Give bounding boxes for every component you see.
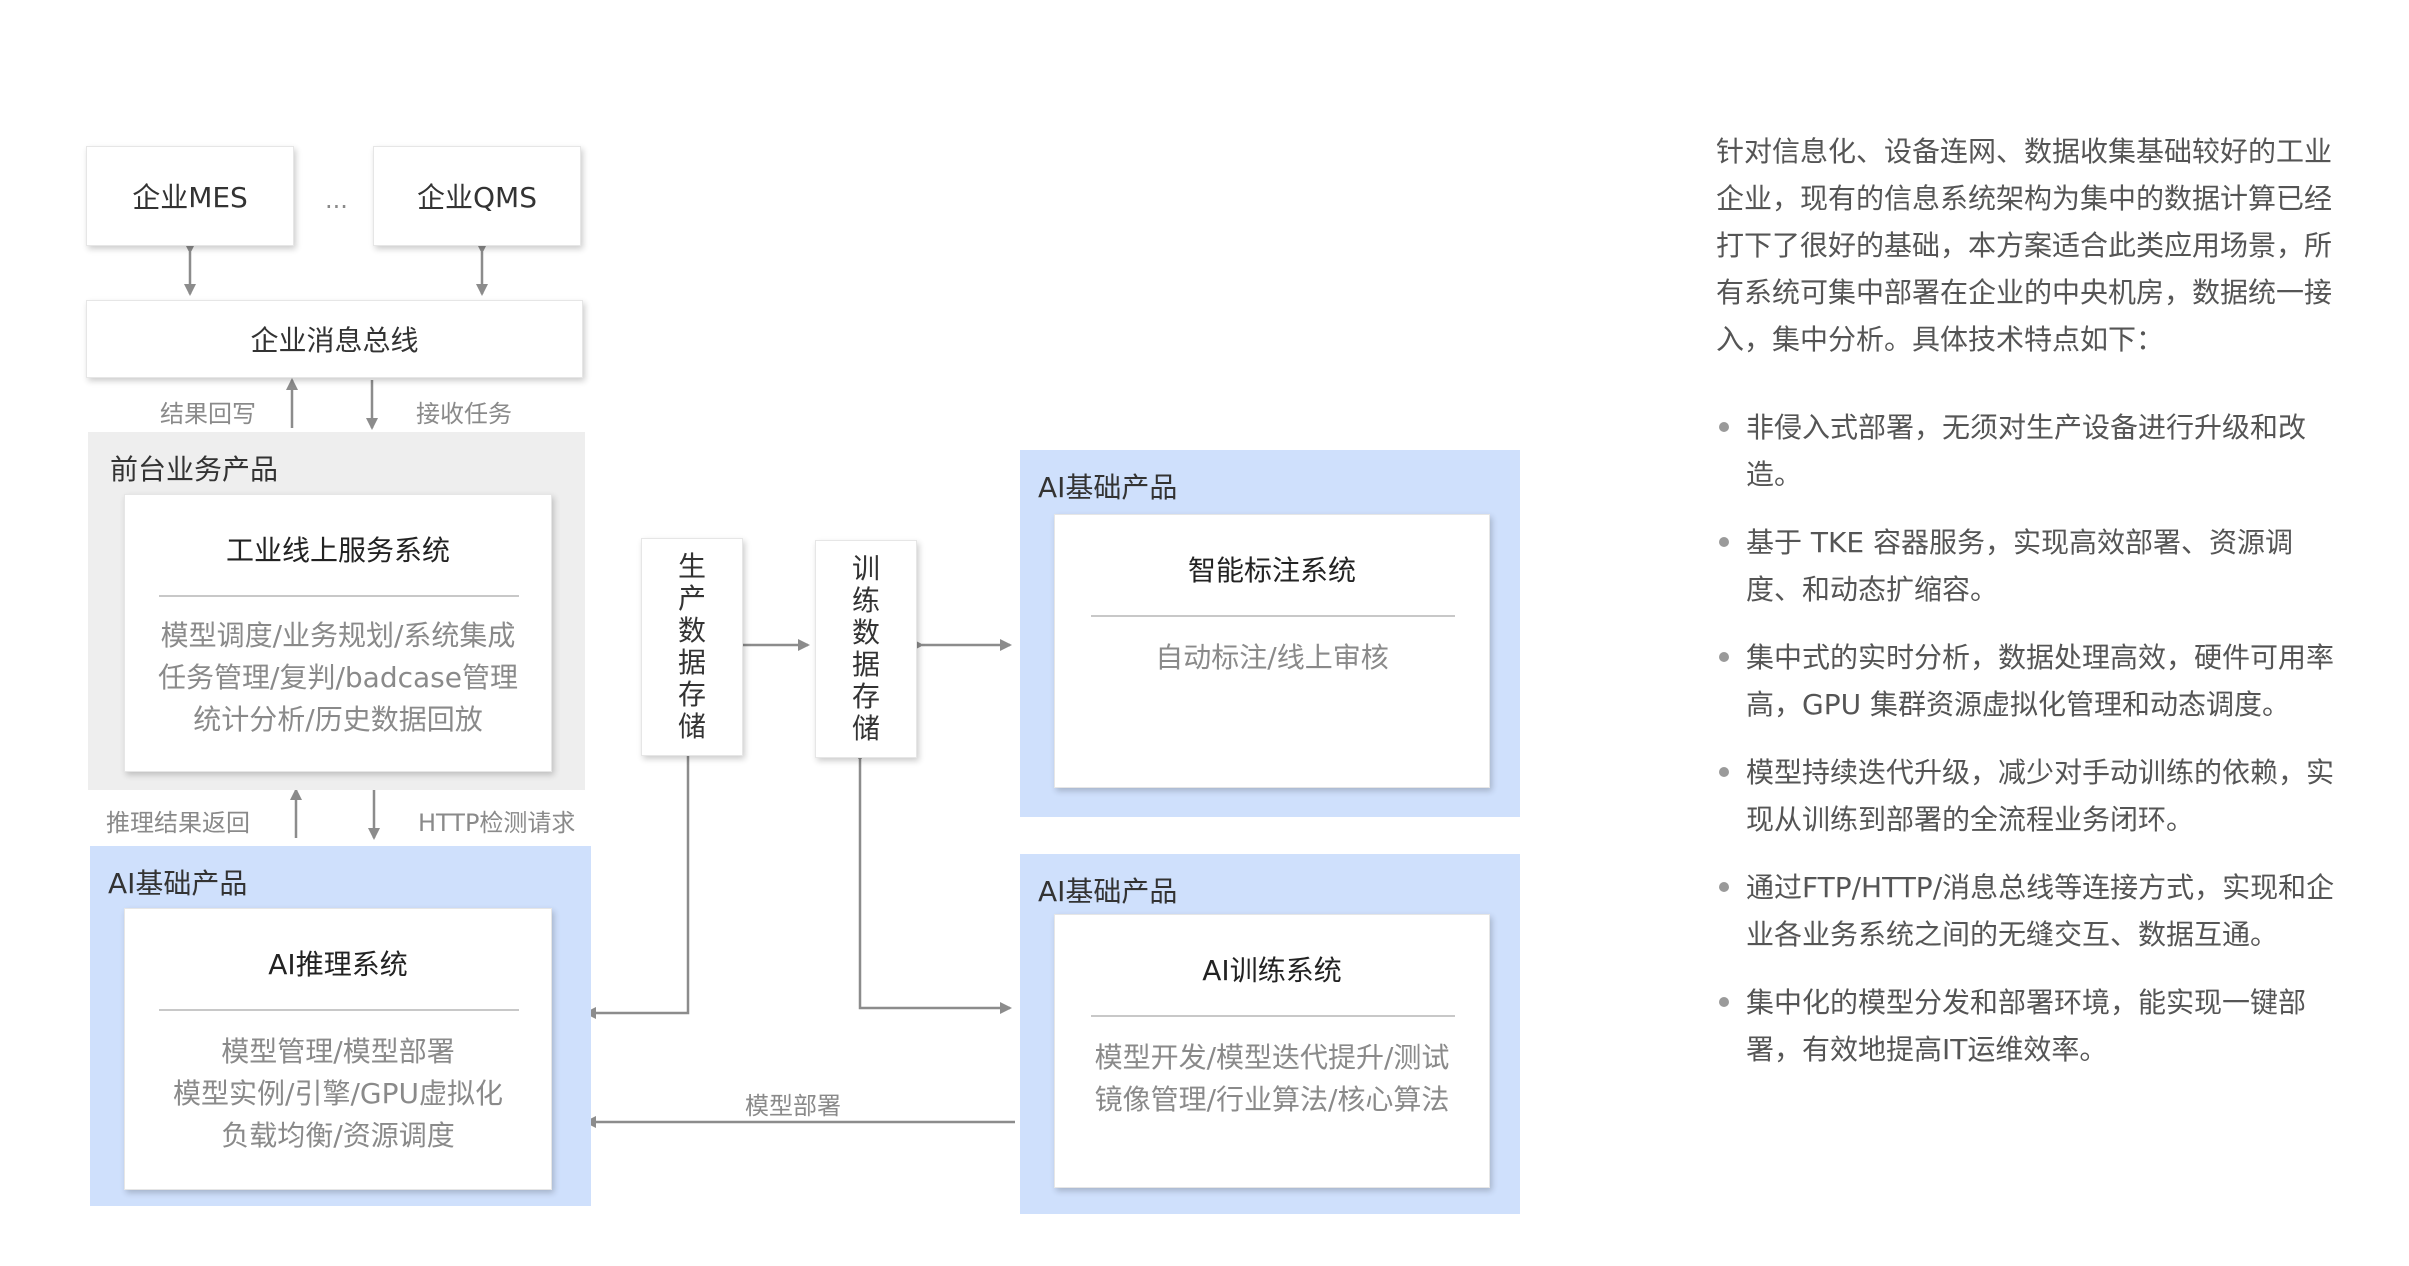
training-data-storage-box: 训 练 数 据 存 储 [815, 540, 917, 758]
bullet-line: 非侵入式部署，无须对生产设备进行升级和改 [1746, 411, 2307, 444]
system-feature-line: 负载均衡/资源调度 [221, 1119, 455, 1152]
description-line: 打下了很好的基础，本方案适合此类应用场景，所 [1716, 229, 2333, 262]
system-feature-line: 模型实例/引擎/GPU虚拟化 [173, 1077, 503, 1110]
training-panel-title: AI基础产品 [1038, 875, 1178, 908]
system-feature-line: 模型管理/模型部署 [221, 1035, 455, 1068]
bullet-dot-icon [1719, 997, 1729, 1007]
storage-char: 储 [851, 712, 880, 745]
system-feature-line: 统计分析/历史数据回放 [193, 703, 483, 736]
bullet-line: 高，GPU 集群资源虚拟化管理和动态调度。 [1746, 688, 2290, 721]
training-system-title: AI训练系统 [1202, 954, 1342, 987]
description-line: 入，集中分析。具体技术特点如下： [1716, 323, 2165, 356]
production-data-storage-box: 生 产 数 据 存 储 [641, 538, 743, 756]
feature-bullet: 基于 TKE 容器服务，实现高效部署、资源调 度、和动态扩缩容。 [1719, 519, 2396, 613]
feature-bullet-list: 非侵入式部署，无须对生产设备进行升级和改 造。 基于 TKE 容器服务，实现高效… [1719, 404, 2396, 1073]
system-divider [1091, 615, 1455, 617]
bullet-dot-icon [1719, 767, 1729, 777]
inference-panel-title: AI基础产品 [108, 867, 248, 900]
annotation-system-title: 智能标注系统 [1187, 554, 1356, 587]
system-feature-line: 模型调度/业务规划/系统集成 [160, 619, 516, 652]
system-feature-line: 镜像管理/行业算法/核心算法 [1094, 1083, 1450, 1116]
ai-inference-panel: AI基础产品 AI推理系统 模型管理/模型部署 模型实例/引擎/GPU虚拟化 负… [90, 846, 591, 1206]
description-line: 企业，现有的信息系统架构为集中的数据计算已经 [1716, 182, 2333, 215]
enterprise-message-bus-box: 企业消息总线 [86, 300, 583, 378]
ai-annotation-panel: AI基础产品 智能标注系统 自动标注/线上审核 [1020, 450, 1520, 817]
bullet-line: 模型持续迭代升级，减少对手动训练的依赖，实 [1746, 756, 2335, 789]
storage-char: 数 [851, 616, 880, 649]
bullet-line: 现从训练到部署的全流程业务闭环。 [1746, 803, 2195, 836]
storage-char: 存 [851, 680, 880, 713]
ai-inference-system: AI推理系统 模型管理/模型部署 模型实例/引擎/GPU虚拟化 负载均衡/资源调… [124, 908, 552, 1190]
bullet-line: 度、和动态扩缩容。 [1746, 573, 1999, 606]
bullet-dot-icon [1719, 882, 1729, 892]
storage-char: 据 [677, 646, 706, 679]
system-feature-line: 任务管理/复判/badcase管理 [158, 661, 518, 694]
frontend-panel-title: 前台业务产品 [110, 453, 279, 486]
ai-training-panel: AI基础产品 AI训练系统 模型开发/模型迭代提升/测试 镜像管理/行业算法/核… [1020, 854, 1520, 1214]
feature-bullet: 集中化的模型分发和部署环境，能实现一键部 署，有效地提高IT运维效率。 [1719, 979, 2396, 1073]
bullet-line: 署，有效地提高IT运维效率。 [1746, 1033, 2108, 1066]
storage-char: 储 [677, 710, 706, 743]
inference-result-return-label: 推理结果返回 [106, 809, 250, 837]
ai-training-system: AI训练系统 模型开发/模型迭代提升/测试 镜像管理/行业算法/核心算法 [1054, 914, 1490, 1188]
enterprise-qms-label: 企业QMS [417, 181, 537, 214]
storage-char: 据 [851, 648, 880, 681]
system-divider [1091, 1015, 1455, 1017]
solution-description: 针对信息化、设备连网、数据收集基础较好的工业 企业，现有的信息系统架构为集中的数… [1716, 128, 2396, 363]
frontend-product-panel: 前台业务产品 工业线上服务系统 模型调度/业务规划/系统集成 任务管理/复判/b… [88, 432, 585, 790]
bullet-dot-icon [1719, 537, 1729, 547]
system-feature-line: 模型开发/模型迭代提升/测试 [1094, 1041, 1450, 1074]
bullet-line: 通过FTP/HTTP/消息总线等连接方式，实现和企 [1746, 871, 2335, 904]
storage-training-arrow [854, 750, 1012, 1014]
smart-annotation-system: 智能标注系统 自动标注/线上审核 [1054, 514, 1490, 788]
description-line: 有系统可集中部署在企业的中央机房，数据统一接 [1716, 276, 2333, 309]
system-divider [159, 595, 519, 597]
feature-bullet: 模型持续迭代升级，减少对手动训练的依赖，实 现从训练到部署的全流程业务闭环。 [1719, 749, 2396, 843]
bullet-line: 集中化的模型分发和部署环境，能实现一键部 [1746, 986, 2307, 1019]
message-bus-label: 企业消息总线 [250, 324, 419, 357]
result-writeback-label: 结果回写 [160, 400, 256, 428]
storage-char: 数 [677, 614, 706, 647]
ellipsis-label: ... [325, 186, 348, 214]
model-deploy-label: 模型部署 [745, 1092, 841, 1120]
industrial-online-service-system: 工业线上服务系统 模型调度/业务规划/系统集成 任务管理/复判/badcase管… [124, 494, 552, 772]
storage-char: 训 [851, 552, 880, 585]
http-request-label: HTTP检测请求 [418, 809, 576, 837]
feature-bullet: 非侵入式部署，无须对生产设备进行升级和改 造。 [1719, 404, 2396, 498]
annotation-panel-title: AI基础产品 [1038, 471, 1178, 504]
description-line: 针对信息化、设备连网、数据收集基础较好的工业 [1716, 135, 2333, 168]
system-feature-line: 自动标注/线上审核 [1155, 641, 1389, 674]
feature-bullet: 通过FTP/HTTP/消息总线等连接方式，实现和企 业各业务系统之间的无缝交互、… [1719, 864, 2396, 958]
storage-char: 产 [677, 582, 706, 615]
bullet-line: 基于 TKE 容器服务，实现高效部署、资源调 [1746, 526, 2293, 559]
receive-task-label: 接收任务 [416, 400, 512, 428]
bullet-line: 集中式的实时分析，数据处理高效，硬件可用率 [1746, 641, 2335, 674]
inference-system-title: AI推理系统 [268, 948, 408, 981]
bullet-line: 造。 [1746, 458, 1803, 491]
industrial-system-title: 工业线上服务系统 [225, 534, 450, 567]
feature-bullet: 集中式的实时分析，数据处理高效，硬件可用率 高，GPU 集群资源虚拟化管理和动态… [1719, 634, 2396, 728]
bullet-dot-icon [1719, 422, 1729, 432]
enterprise-mes-label: 企业MES [132, 181, 248, 214]
prod-to-inference-arrow [584, 755, 690, 1019]
bullet-line: 业各业务系统之间的无缝交互、数据互通。 [1746, 918, 2279, 951]
storage-char: 存 [677, 678, 706, 711]
enterprise-mes-box: 企业MES [86, 146, 294, 246]
enterprise-qms-box: 企业QMS [373, 146, 581, 246]
system-divider [159, 1009, 519, 1011]
bullet-dot-icon [1719, 652, 1729, 662]
storage-char: 生 [677, 550, 706, 583]
storage-char: 练 [851, 584, 880, 617]
